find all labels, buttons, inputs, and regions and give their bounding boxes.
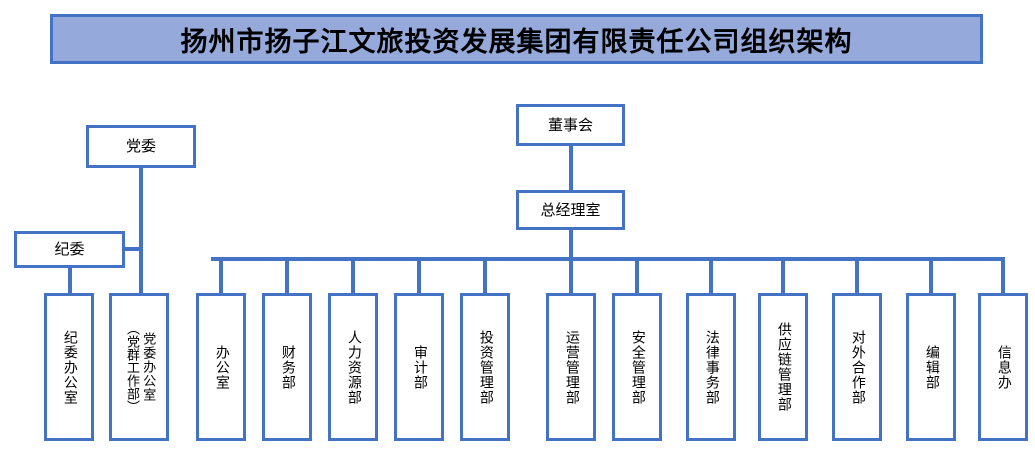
connector-department-bus [211,257,1003,261]
dept-box-bianjibu[interactable]: 编辑部 [906,293,956,441]
node-dongshihui-label: 董事会 [547,115,593,134]
dept-box-duiwaihezuobu[interactable]: 对外合作部 [832,293,882,441]
dept-label-main: 编辑部 [923,344,940,390]
connector-drop-anquanguanlibu [635,257,639,293]
connector-drop-bianjibu [929,257,933,293]
dept-label-main: 纪委办公室 [61,329,78,405]
connector-drop-gongyinglianguanlibu [781,257,785,293]
dept-label-main: 投资管理部 [477,329,494,405]
connector-drop-caiwubu [285,257,289,293]
dept-label-main: 人力资源部 [345,329,362,405]
dept-label-main: 安全管理部 [629,329,646,405]
connector-jiwei-stem [68,266,72,293]
connector-dangwei-stem [139,168,143,293]
connector-drop-duiwaihezuobu [855,257,859,293]
dept-box-xinxiban[interactable]: 信息办 [978,293,1028,441]
node-dangwei[interactable]: 党委 [86,125,196,168]
dept-box-touziguanlibu[interactable]: 投资管理部 [460,293,510,441]
dept-label-main: 供应链管理部 [775,322,792,412]
connector-jiwei-to-dangwei [122,247,143,251]
dept-label-sub: （党群工作部） [124,321,139,413]
dept-box-yunyingguanlibu[interactable]: 运营管理部 [546,293,596,441]
connector-gm-to-bus [569,228,573,260]
dept-label-main: 法律事务部 [703,329,720,405]
node-dangwei-label: 党委 [125,137,156,156]
dept-box-anquanguanlibu[interactable]: 安全管理部 [612,293,662,441]
node-zongjingli[interactable]: 总经理室 [516,190,625,230]
node-zongjingli-label: 总经理室 [540,200,601,219]
dept-label-main: 信息办 [995,344,1012,390]
connector-drop-bangongshi [219,257,223,293]
connector-drop-falvshiwubu [709,257,713,293]
connector-board-to-gm [569,146,573,192]
dept-box-jiwei-bangongshi[interactable]: 纪委办公室 [44,293,94,441]
dept-label-main: 审计部 [411,344,428,390]
dept-box-gongyinglianguanlibu[interactable]: 供应链管理部 [758,293,808,441]
dept-label-main: 运营管理部 [563,329,580,405]
dept-label-main: 办公室 [213,344,230,390]
connector-drop-shenjibu [417,257,421,293]
connector-drop-xinxiban [1001,257,1005,293]
node-jiwei-label: 纪委 [54,240,85,259]
dept-label-main: 对外合作部 [849,329,866,405]
connector-drop-touziguanlibu [483,257,487,293]
dept-box-caiwubu[interactable]: 财务部 [262,293,312,441]
node-dongshihui[interactable]: 董事会 [516,104,625,146]
dept-label-main: 财务部 [279,344,296,390]
dept-box-bangongshi[interactable]: 办公室 [196,293,246,441]
connector-drop-yunyingguanlibu [569,257,573,293]
connector-drop-dangwei-bangongshi [139,257,143,293]
dept-box-renliziyuanbu[interactable]: 人力资源部 [328,293,378,441]
page-title: 扬州市扬子江文旅投资发展集团有限责任公司组织架构 [180,26,853,58]
dept-box-shenjibu[interactable]: 审计部 [394,293,444,441]
dept-box-falvshiwubu[interactable]: 法律事务部 [686,293,736,441]
dept-label-main: 党委办公室 [140,332,156,402]
connector-drop-renliziyuanbu [351,257,355,293]
dept-box-dangwei-bangongshi[interactable]: 党委办公室 （党群工作部） [109,293,169,441]
chart-title-banner: 扬州市扬子江文旅投资发展集团有限责任公司组织架构 [50,14,983,64]
node-jiwei[interactable]: 纪委 [14,231,125,268]
